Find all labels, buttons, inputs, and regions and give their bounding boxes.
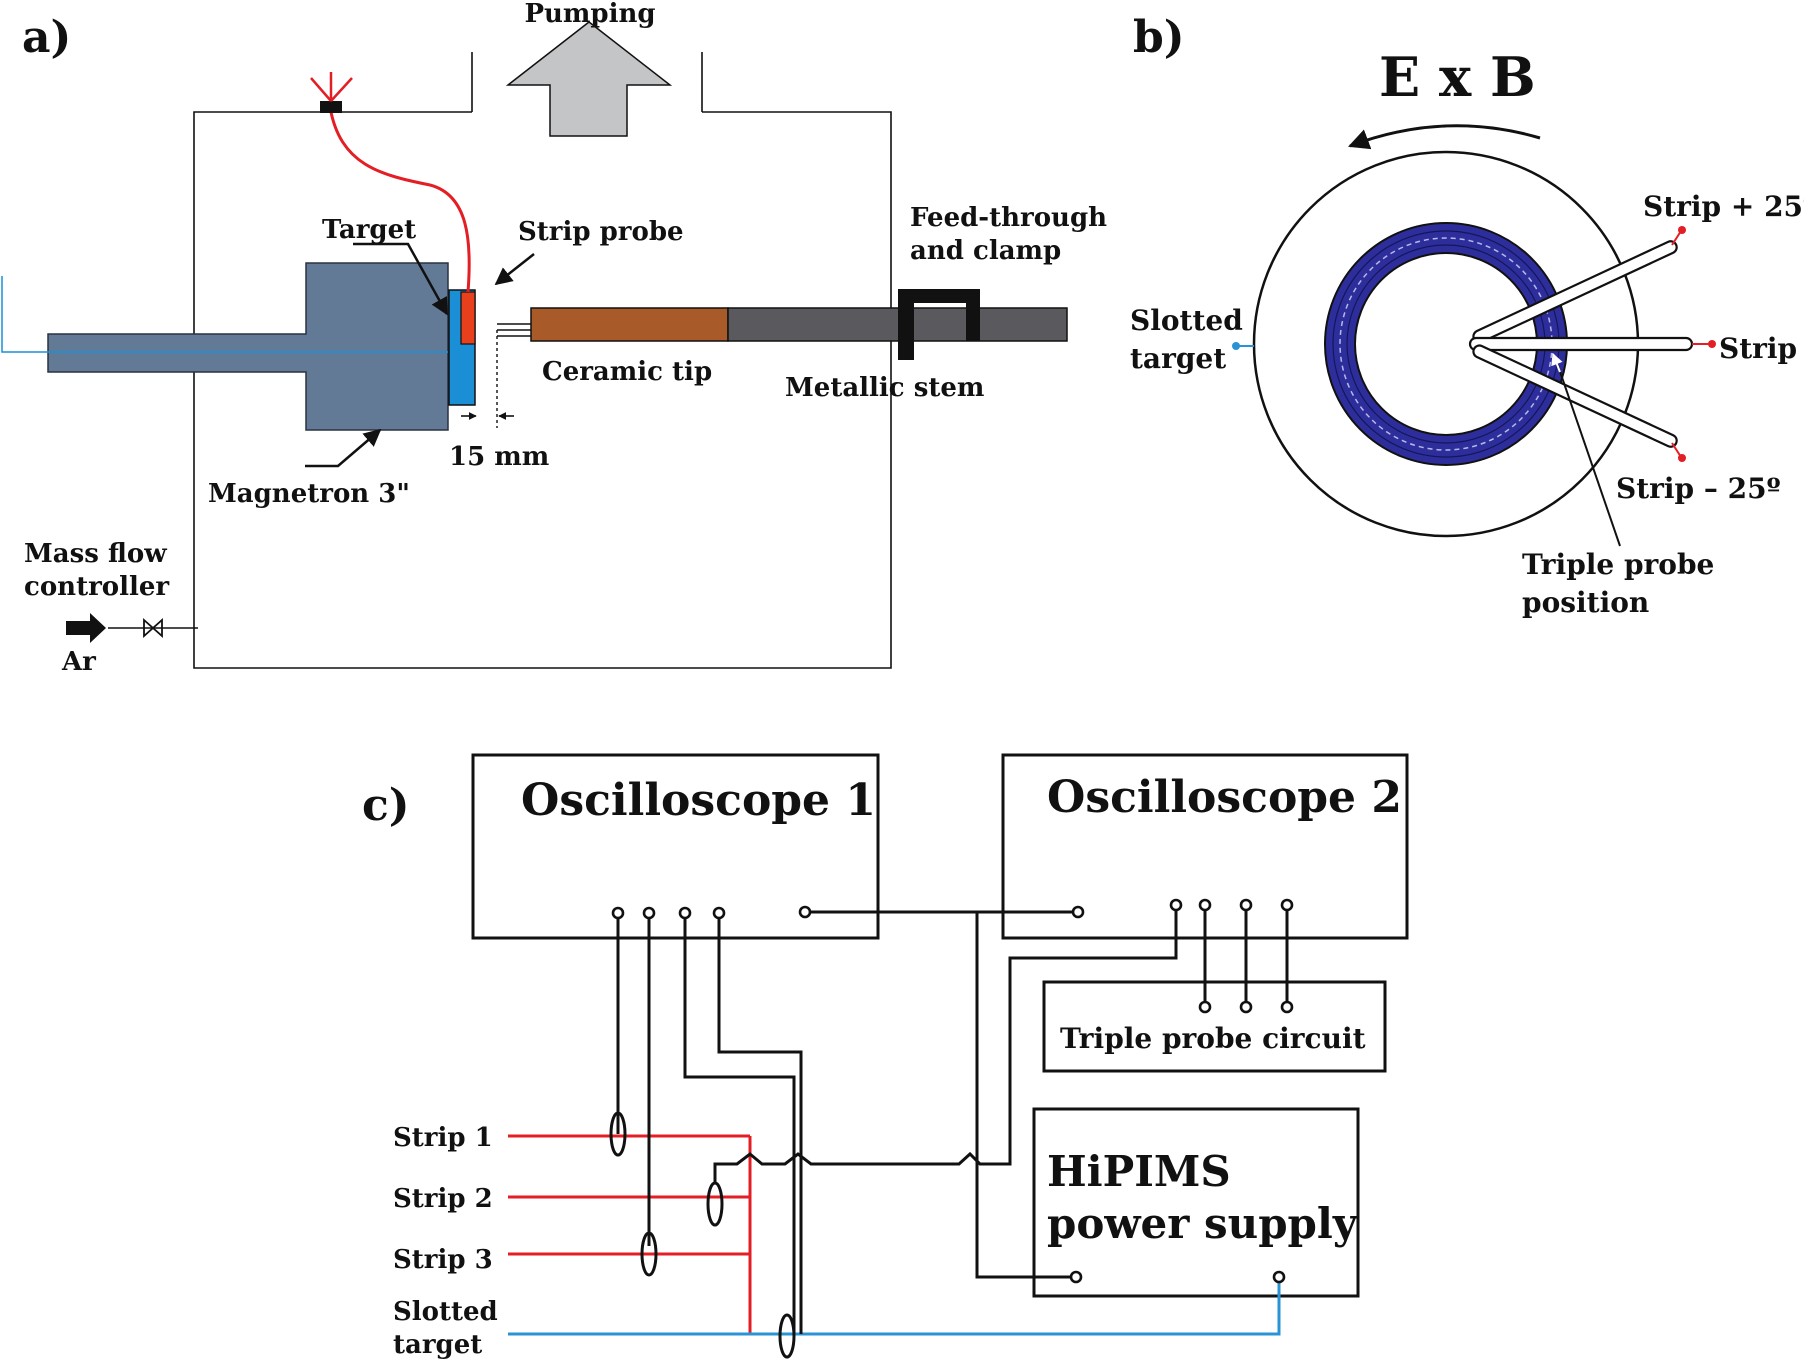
- hipims-sync-wire: [975, 912, 1073, 1279]
- panel-b: b) E x B Strip + 25º S: [1130, 12, 1804, 619]
- strip-minus25-terminal-dot: [1678, 454, 1686, 462]
- strip-1-label: Strip 1: [393, 1123, 493, 1153]
- osc1-pin-1: [611, 906, 625, 920]
- strip-probe-center: [1468, 336, 1694, 352]
- cable-feedthrough-port: [320, 101, 342, 113]
- slotted-target-c-label-line2: target: [393, 1330, 482, 1360]
- osc1-pin-trigger: [798, 905, 812, 919]
- strip-plus25-terminal-dot: [1678, 226, 1686, 234]
- strip-1-probe-loop: [609, 1111, 627, 1157]
- triple-probe-circuit-label: Triple probe circuit: [1060, 1022, 1366, 1055]
- panel-a-label: a): [22, 12, 71, 63]
- metallic-stem-label: Metallic stem: [785, 373, 984, 403]
- magnetron-label: Magnetron 3": [208, 479, 410, 509]
- exb-drift-arrow: [1348, 124, 1541, 150]
- exb-label: E x B: [1379, 45, 1536, 109]
- strip-2-label: Strip 2: [393, 1184, 493, 1214]
- triple-probe-pointer-head: [1551, 352, 1563, 373]
- magnetron-body: [47, 262, 449, 431]
- ceramic-tip: [530, 307, 729, 342]
- panel-a: a) Pumping Target Strip probe Feed-throu…: [1, 0, 1107, 677]
- magnetron-leader: [305, 428, 382, 468]
- mfc-label-line2: controller: [24, 572, 169, 602]
- strip-probe-label: Strip probe: [518, 217, 684, 247]
- oscilloscope-1-label: Oscilloscope 1: [521, 775, 876, 826]
- metallic-stem: [727, 307, 1068, 342]
- hipims-label-line1: HiPIMS: [1047, 1147, 1231, 1196]
- hipims-label-line2: power supply: [1047, 1199, 1359, 1248]
- mfc-label-line1: Mass flow: [24, 539, 167, 569]
- oscilloscope-1-box: [471, 753, 880, 940]
- osc1-pin-3: [678, 906, 692, 920]
- strip-probe-red: [460, 291, 476, 345]
- hipims-power-supply-box: [1032, 1107, 1360, 1298]
- hipims-pin-sync: [1069, 1270, 1083, 1284]
- panel-b-label: b): [1133, 12, 1185, 63]
- feedthrough-label-line2: and clamp: [910, 236, 1061, 266]
- panel-c: c) Oscilloscope 1 Oscilloscope 2 Triple …: [362, 753, 1409, 1360]
- strip-plus25-terminal: [1671, 230, 1682, 246]
- vacuum-chamber: [193, 52, 892, 669]
- strip-center-terminal-dot: [1708, 340, 1716, 348]
- triple-circuit-pin-3: [1280, 1000, 1294, 1014]
- osc2-pin-3: [1239, 898, 1253, 912]
- panel-c-label: c): [362, 780, 410, 831]
- target-label: Target: [322, 215, 416, 245]
- slotted-target-label-line2: target: [1130, 342, 1226, 375]
- osc2-pin-4: [1280, 898, 1294, 912]
- strip-3-probe-loop: [640, 1231, 658, 1277]
- slotted-target-terminal-dot: [1232, 342, 1240, 350]
- osc1-ch3-wire: [683, 917, 796, 1334]
- valve-icon: [143, 617, 163, 639]
- osc1-pin-4: [712, 906, 726, 920]
- triple-probe-tips: [497, 323, 531, 337]
- ceramic-tip-label: Ceramic tip: [542, 357, 712, 387]
- triple-probe-label-line2: position: [1522, 586, 1649, 619]
- osc2-pin-2: [1198, 898, 1212, 912]
- triple-circuit-pin-2: [1239, 1000, 1253, 1014]
- osc1-pin-2: [642, 906, 656, 920]
- osc2-pin-trigger: [1071, 905, 1085, 919]
- strip-probe-leader: [494, 253, 535, 286]
- triple-probe-circuit-box: [1042, 980, 1387, 1073]
- gas-label: Ar: [61, 647, 96, 677]
- magnetron-cooling-line: [1, 276, 448, 353]
- pumping-label: Pumping: [524, 0, 655, 29]
- triple-probe-pointer: [1555, 359, 1621, 547]
- strip-2-probe-loop: [706, 1181, 724, 1227]
- strip-probe-cable: [328, 106, 471, 293]
- slotted-target-label-line1: Slotted: [1130, 304, 1243, 337]
- distance-label: 15 mm: [449, 442, 549, 472]
- oscilloscope-2-label: Oscilloscope 2: [1047, 772, 1402, 823]
- feedthrough-label-line1: Feed-through: [910, 203, 1107, 233]
- strip-probe-minus25: [1472, 344, 1678, 448]
- strip-2-to-osc2-wire: [713, 908, 1178, 1183]
- strip-minus25-label: Strip – 25º: [1616, 472, 1781, 505]
- hipims-pin-output: [1272, 1270, 1286, 1284]
- triple-circuit-pin-1: [1198, 1000, 1212, 1014]
- strip-3-label: Strip 3: [393, 1245, 493, 1275]
- strip-center-label: Strip: [1719, 332, 1797, 365]
- strip-minus25-terminal: [1671, 442, 1682, 458]
- osc1-ch4-wire: [717, 917, 803, 1334]
- feedthrough-clamp: [898, 289, 980, 360]
- gas-inlet-arrow-icon: [66, 613, 106, 643]
- target-leader: [353, 242, 449, 316]
- antenna-icon: [310, 72, 353, 102]
- slotted-target-probe-loop: [778, 1313, 796, 1359]
- pumping-arrow: [505, 21, 673, 137]
- triple-probe-label-line1: Triple probe: [1522, 548, 1714, 581]
- strip-plus25-label: Strip + 25º: [1643, 190, 1804, 223]
- slotted-target-line: [508, 1277, 1281, 1336]
- osc2-pin-1: [1169, 898, 1183, 912]
- slotted-target-c-label-line1: Slotted: [393, 1297, 498, 1327]
